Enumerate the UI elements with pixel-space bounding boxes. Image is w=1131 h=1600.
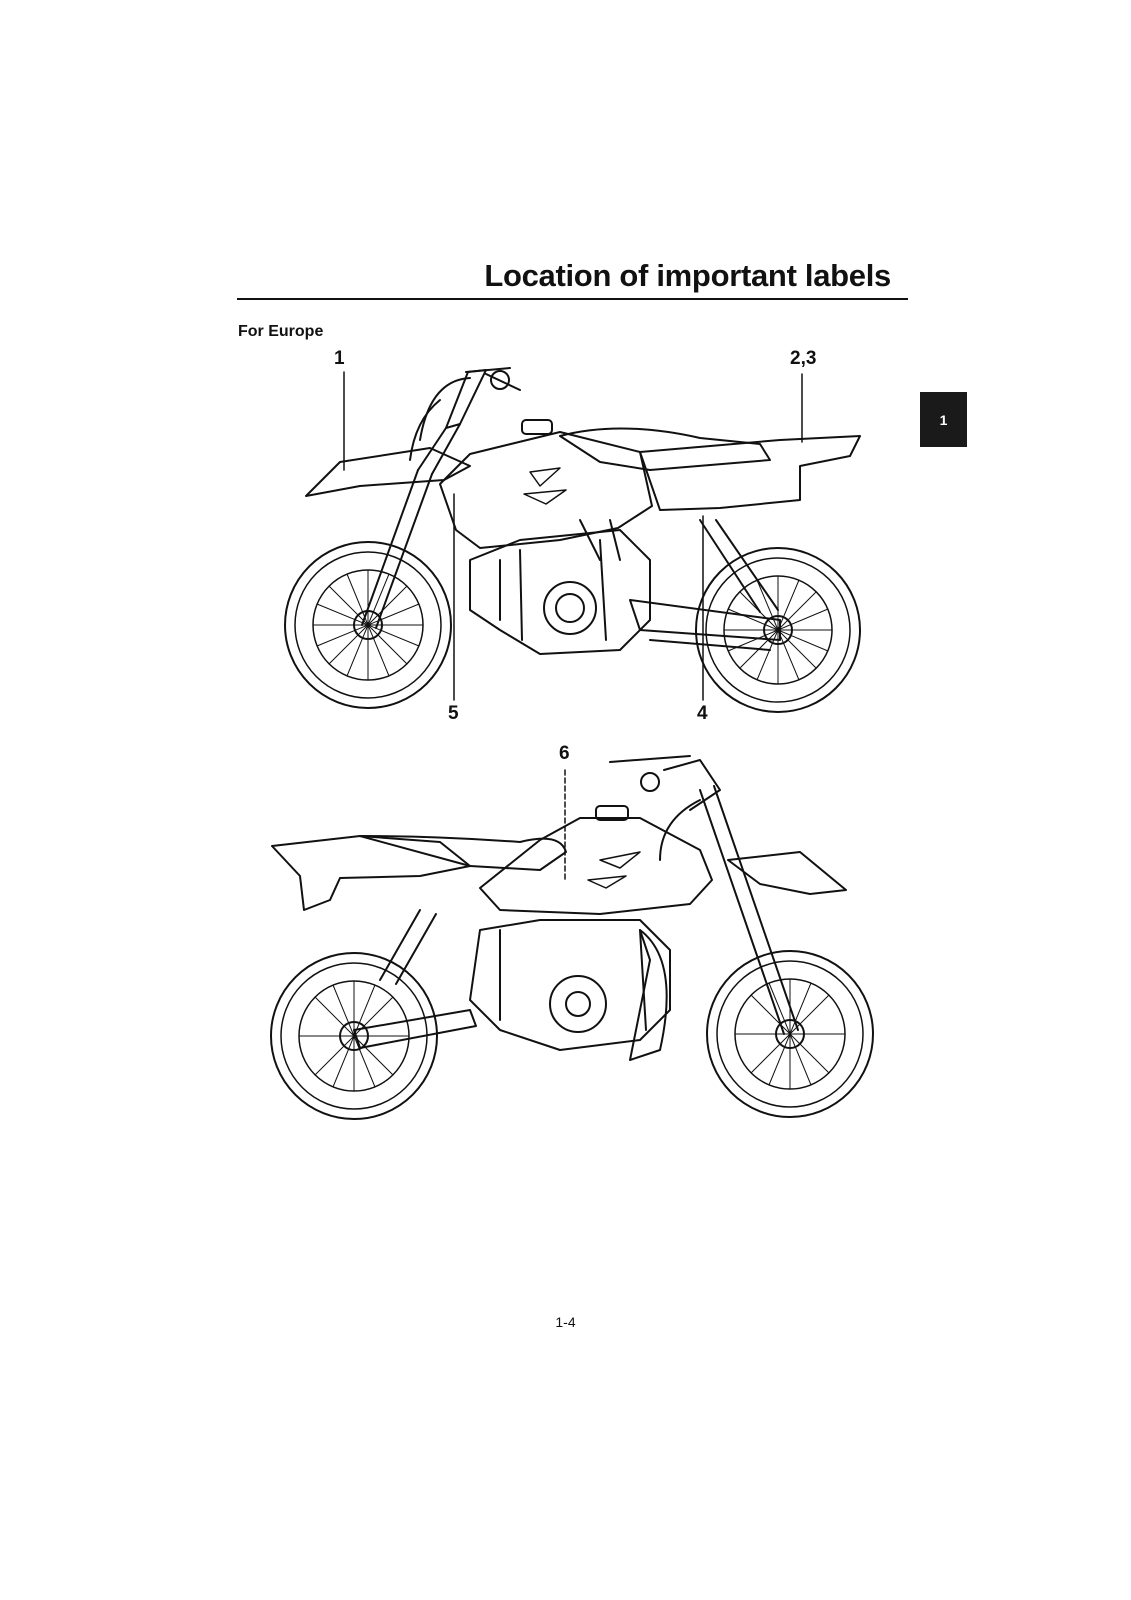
front-wheel <box>284 541 452 709</box>
seat <box>559 427 771 471</box>
rear-fender <box>271 835 471 911</box>
callout-label-2-3: 2,3 <box>790 348 817 369</box>
front-fender <box>727 851 847 895</box>
callout-label-1: 1 <box>334 348 345 369</box>
page-title: Location of important labels <box>484 258 891 293</box>
callout-leaders <box>343 371 803 701</box>
swingarm <box>629 519 781 651</box>
seat <box>359 835 567 871</box>
front-fender <box>305 447 471 497</box>
fuel-tank-shroud <box>479 817 713 915</box>
region-subheading: For Europe <box>238 323 324 340</box>
callout-label-6: 6 <box>559 743 570 764</box>
front-fork <box>609 755 799 1035</box>
callout-label-4: 4 <box>697 703 708 724</box>
rear-wheel <box>270 952 438 1120</box>
swingarm <box>353 909 477 1049</box>
callout-label-5: 5 <box>448 703 459 724</box>
chapter-tab: 1 <box>920 392 967 447</box>
page-number: 1-4 <box>555 1314 576 1330</box>
engine <box>469 519 651 655</box>
rear-wheel <box>695 547 861 713</box>
rear-fender <box>639 435 861 511</box>
front-wheel <box>706 950 874 1118</box>
title-rule <box>237 298 908 300</box>
engine <box>469 919 671 1061</box>
fuel-tank-shroud <box>439 431 653 549</box>
